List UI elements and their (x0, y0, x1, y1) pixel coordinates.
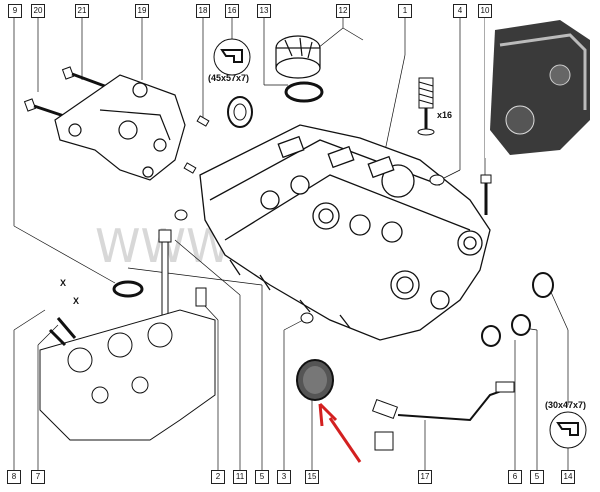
plug-4 (429, 174, 445, 186)
washer-11 (112, 280, 144, 298)
callout-10: 10 (478, 4, 492, 18)
engine-illustration (485, 18, 590, 158)
valve-count: x16 (437, 110, 453, 120)
plug-3 (300, 312, 314, 324)
callout-3: 3 (277, 470, 291, 484)
seal-size-right: (30x47x7) (545, 400, 587, 410)
dowel-2 (195, 287, 207, 307)
bolt-21 (61, 66, 111, 90)
cylinder-head (199, 124, 491, 341)
callout-5: 5 (255, 470, 269, 484)
bolt-10 (480, 174, 492, 215)
callout-19: 19 (135, 4, 149, 18)
callout-20: 20 (31, 4, 45, 18)
callout-8: 8 (7, 470, 21, 484)
valve-spring (417, 77, 435, 136)
cap-12 (275, 35, 321, 79)
seal-6 (481, 272, 554, 347)
engine-block (39, 309, 216, 441)
callout-6: 6 (508, 470, 522, 484)
sensor-17 (371, 381, 515, 451)
seal-12 (284, 81, 324, 103)
callout-9: 9 (8, 4, 22, 18)
callout-15: 15 (305, 470, 319, 484)
plug-5 (174, 209, 188, 221)
seal-16 (227, 96, 253, 128)
dimension-x-bottom: X (73, 296, 80, 306)
callout-7: 7 (31, 470, 45, 484)
callout-5b: 5 (530, 470, 544, 484)
leader-lines (13, 18, 569, 470)
callout-14: 14 (561, 470, 575, 484)
callout-2: 2 (211, 470, 225, 484)
bracket-19 (54, 74, 186, 181)
seal-size-left: (45x57x7) (208, 73, 250, 83)
cover-15 (296, 359, 334, 401)
callout-17: 17 (418, 470, 432, 484)
dimension-x-top: X (60, 278, 67, 288)
callout-4: 4 (453, 4, 467, 18)
callout-21: 21 (75, 4, 89, 18)
dowel-18 (183, 115, 210, 174)
callout-18: 18 (196, 4, 210, 18)
callout-13: 13 (257, 4, 271, 18)
callout-1: 1 (398, 4, 412, 18)
highlight-arrow (318, 402, 362, 463)
callout-12: 12 (336, 4, 350, 18)
callout-11: 11 (233, 470, 247, 484)
callout-16: 16 (225, 4, 239, 18)
